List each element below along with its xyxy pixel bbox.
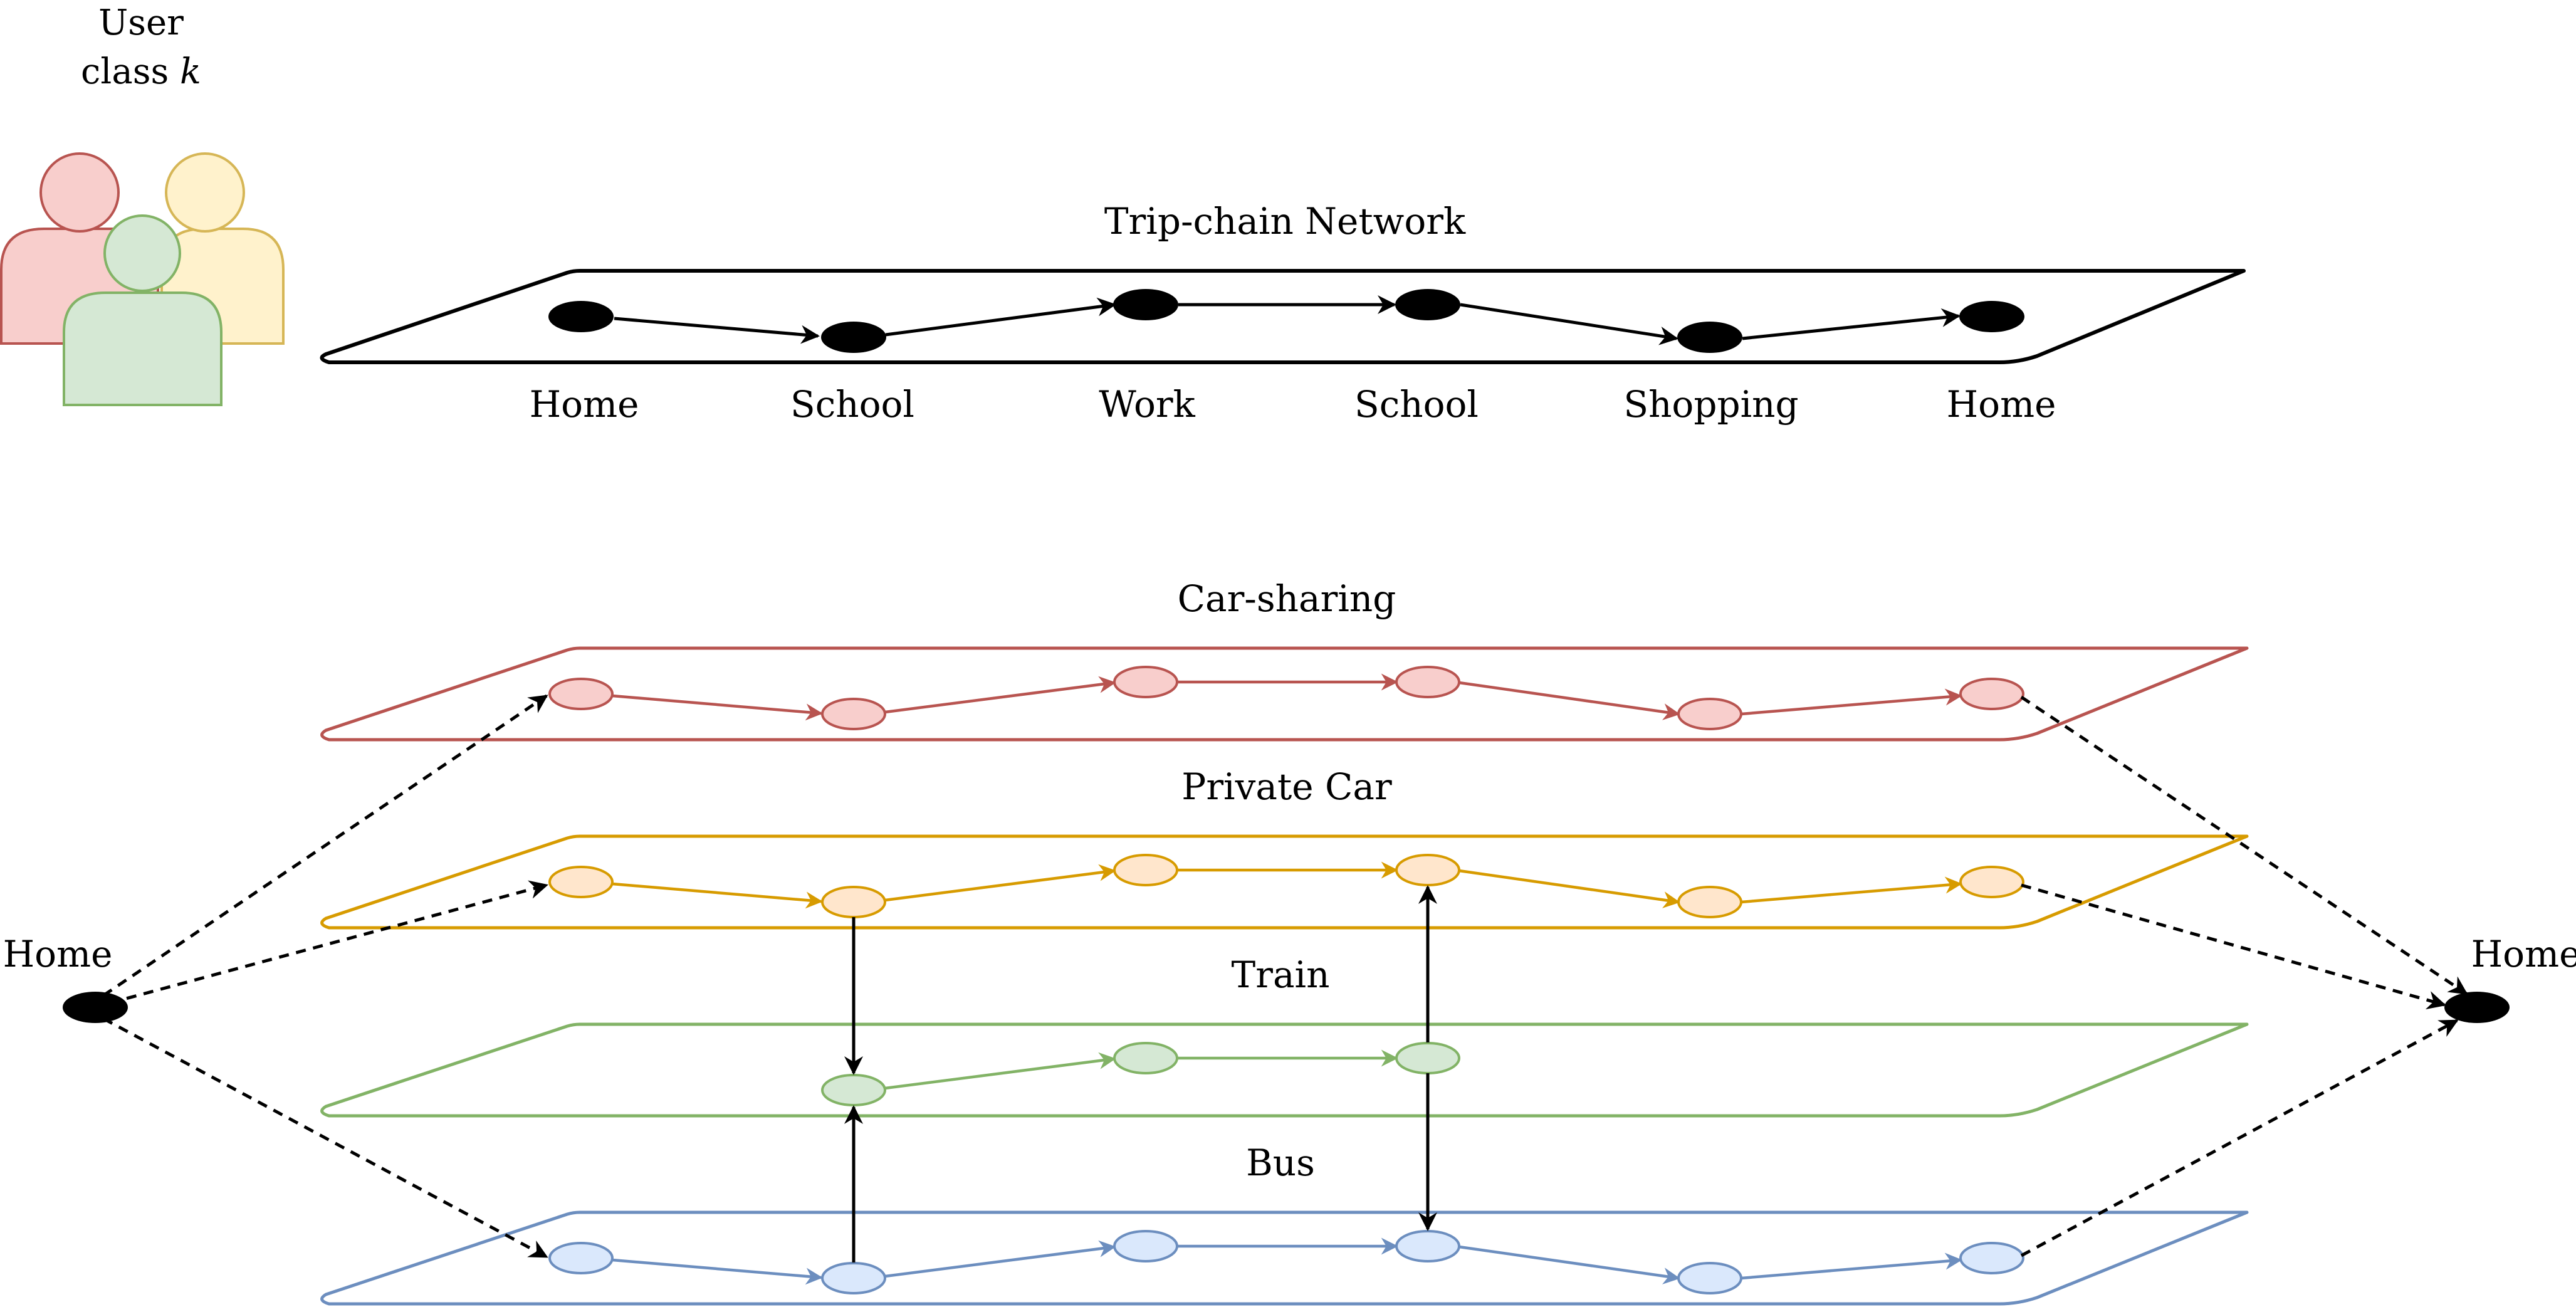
car-sharing-node-school-1 [821, 698, 886, 730]
trip-node-shopping [1677, 322, 1742, 353]
car-sharing-edge-5 [1741, 688, 1962, 716]
private-car-node-school-2 [1395, 854, 1460, 886]
home-origin-label: Home [3, 933, 113, 975]
layer-title-car-sharing: Car-sharing [1178, 577, 1396, 620]
train-node-school-2 [1395, 1042, 1460, 1074]
trip-node-work [1113, 289, 1178, 320]
stop-label-shopping: Shopping [1623, 383, 1798, 426]
trip-node-home-end [1959, 301, 2024, 332]
bus-edge-4 [1458, 1245, 1680, 1284]
access-private-car [109, 880, 548, 1005]
layer-bus [320, 1210, 2249, 1306]
layer-title-private-car: Private Car [1181, 765, 1392, 808]
user-label-class: class [81, 51, 169, 92]
egress-car-sharing [2020, 695, 2468, 995]
private-car-edge-5 [1741, 876, 1962, 904]
trip-node-home-start [548, 301, 614, 332]
layer-car-sharing [320, 646, 2249, 742]
user-green-head [103, 214, 181, 292]
trip-node-school-2 [1395, 289, 1460, 320]
layer-title-train: Train [1232, 953, 1330, 996]
private-car-node-shopping [1677, 886, 1742, 918]
bus-node-home-end [1959, 1242, 2024, 1274]
egress-private-car [2021, 883, 2446, 1010]
user-green-body [63, 291, 223, 406]
bus-edge-5 [1741, 1252, 1962, 1280]
home-origin-node [63, 992, 128, 1023]
trip-chain-network [320, 269, 2246, 364]
private-car-edge-4 [1458, 869, 1680, 908]
car-sharing-node-shopping [1677, 698, 1742, 730]
car-sharing-edge-4 [1458, 681, 1680, 720]
car-sharing-edge-2 [884, 676, 1116, 714]
stop-label-home-end: Home [1947, 383, 2056, 426]
private-car-node-home [548, 866, 614, 898]
train-node-school-1 [821, 1074, 886, 1106]
access-bus [102, 1017, 548, 1259]
bus-node-school-1 [821, 1262, 886, 1294]
bus-node-work [1113, 1230, 1178, 1262]
trip-chain-plane [320, 269, 2246, 364]
user-yellow-head [165, 152, 245, 233]
private-car-edge-1 [612, 882, 823, 909]
car-sharing-node-home [548, 678, 614, 710]
egress-bus [2020, 1019, 2459, 1257]
car-sharing-edge-1 [612, 694, 823, 721]
car-sharing-plane [320, 646, 2249, 742]
trip-chain-stop-labels: Home School Work School Shopping Home [530, 383, 2056, 426]
home-destination-node [2444, 992, 2510, 1023]
train-plane [320, 1022, 2249, 1118]
car-sharing-node-school-2 [1395, 666, 1460, 698]
layer-title-bus: Bus [1246, 1142, 1315, 1184]
train-node-work [1113, 1042, 1178, 1074]
bus-node-shopping [1677, 1262, 1742, 1294]
stop-label-school-2: School [1354, 383, 1479, 426]
car-sharing-node-work [1113, 666, 1178, 698]
bus-edge-1 [612, 1258, 823, 1285]
user-label-line2: class k [81, 51, 201, 92]
bus-plane [320, 1210, 2249, 1306]
stop-label-work: Work [1099, 383, 1195, 426]
bus-node-school-2 [1395, 1230, 1460, 1262]
stop-label-home-start: Home [530, 383, 639, 426]
stop-label-school-1: School [790, 383, 914, 426]
private-car-node-home-end [1959, 866, 2024, 898]
private-car-node-work [1113, 854, 1178, 886]
private-car-plane [320, 834, 2249, 930]
trip-node-school-1 [821, 322, 886, 353]
private-car-node-school-1 [821, 886, 886, 918]
user-label-line1: User [98, 3, 184, 43]
trip-edge-4 [1460, 303, 1678, 345]
bus-node-home [548, 1242, 614, 1274]
home-destination-label: Home [2471, 933, 2576, 975]
trip-edge-5 [1742, 308, 1961, 340]
car-sharing-node-home-end [1959, 678, 2024, 710]
user-class-icon [0, 152, 285, 406]
private-car-edge-2 [884, 864, 1116, 902]
trip-edge-1 [614, 317, 820, 344]
access-car-sharing [102, 694, 548, 997]
layer-train [320, 1022, 2249, 1118]
layer-private-car [320, 834, 2249, 930]
user-label-var: k [180, 51, 201, 92]
train-edge-1 [884, 1052, 1116, 1090]
trip-edge-2 [885, 297, 1116, 337]
user-red-head [39, 152, 120, 233]
trip-chain-title: Trip-chain Network [1104, 200, 1466, 243]
bus-edge-2 [884, 1240, 1116, 1278]
